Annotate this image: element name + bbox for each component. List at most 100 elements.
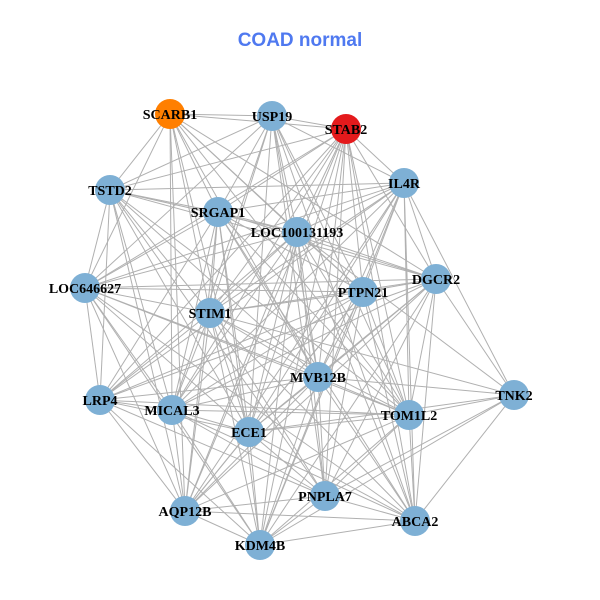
node-loc100131193[interactable]: LOC100131193: [251, 217, 344, 247]
edge-mvb12b-lrp4: [99, 376, 319, 401]
node-label: LOC646627: [49, 282, 121, 297]
edge-loc646627-dgcr2: [84, 278, 437, 289]
node-il4r[interactable]: IL4R: [388, 168, 421, 198]
node-circle[interactable]: [245, 530, 275, 560]
edge-usp19-tom1l2: [271, 115, 410, 416]
edges-layer: [84, 113, 515, 546]
node-circle[interactable]: [348, 277, 378, 307]
edge-usp19-pnpla7: [271, 115, 326, 497]
chart-title: COAD normal: [237, 30, 363, 51]
node-aqp12b[interactable]: AQP12B: [159, 496, 212, 526]
edge-usp19-srgap1: [217, 115, 273, 213]
edge-pnpla7-abca2: [324, 495, 416, 522]
edge-usp19-ptpn21: [271, 115, 364, 293]
node-srgap1[interactable]: SRGAP1: [191, 197, 245, 227]
edge-loc100131193-aqp12b: [184, 231, 298, 512]
node-circle[interactable]: [499, 380, 529, 410]
edge-dgcr2-lrp4: [99, 278, 437, 401]
node-circle[interactable]: [400, 506, 430, 536]
node-circle[interactable]: [282, 217, 312, 247]
node-lrp4[interactable]: LRP4: [83, 385, 118, 415]
edge-stab2-tom1l2: [345, 128, 410, 416]
edge-tom1l2-tnk2: [408, 394, 515, 416]
node-tnk2[interactable]: TNK2: [495, 380, 533, 410]
node-circle[interactable]: [70, 273, 100, 303]
edge-ece1-abca2: [248, 431, 416, 522]
node-label: STAB2: [325, 123, 368, 138]
edge-stab2-pnpla7: [324, 128, 347, 497]
edge-ptpn21-stim1: [209, 291, 364, 314]
node-label: TSTD2: [88, 184, 132, 199]
edge-il4r-srgap1: [217, 182, 405, 213]
edge-stim1-abca2: [209, 312, 416, 522]
node-circle[interactable]: [310, 481, 340, 511]
node-stab2[interactable]: STAB2: [325, 114, 368, 144]
edge-stab2-loc100131193: [296, 128, 347, 233]
edge-srgap1-mical3: [171, 211, 219, 411]
node-label: PNPLA7: [298, 490, 352, 505]
node-scarb1[interactable]: SCARB1: [143, 99, 197, 129]
edge-srgap1-lrp4: [99, 211, 219, 401]
node-circle[interactable]: [389, 168, 419, 198]
node-label: DGCR2: [412, 273, 460, 288]
edge-loc646627-aqp12b: [84, 287, 186, 512]
edge-tstd2-mical3: [109, 189, 173, 411]
edge-dgcr2-abca2: [414, 278, 437, 522]
node-circle[interactable]: [195, 298, 225, 328]
node-dgcr2[interactable]: DGCR2: [412, 264, 460, 294]
node-label: PTPN21: [338, 286, 389, 301]
node-mvb12b[interactable]: MVB12B: [290, 362, 346, 392]
edge-tstd2-dgcr2: [109, 189, 437, 280]
edge-srgap1-dgcr2: [217, 211, 437, 280]
node-usp19[interactable]: USP19: [252, 101, 292, 131]
node-circle[interactable]: [85, 385, 115, 415]
node-abca2[interactable]: ABCA2: [392, 506, 439, 536]
node-circle[interactable]: [155, 99, 185, 129]
node-tstd2[interactable]: TSTD2: [88, 175, 132, 205]
edge-loc100131193-loc646627: [84, 231, 298, 289]
edge-ptpn21-mvb12b: [317, 291, 364, 378]
node-circle[interactable]: [203, 197, 233, 227]
node-label: SCARB1: [143, 108, 197, 123]
node-circle[interactable]: [303, 362, 333, 392]
edge-loc100131193-dgcr2: [296, 231, 437, 280]
edge-tstd2-ece1: [109, 189, 250, 433]
node-tom1l2[interactable]: TOM1L2: [381, 400, 438, 430]
node-pnpla7[interactable]: PNPLA7: [298, 481, 352, 511]
edge-srgap1-ptpn21: [217, 211, 364, 293]
edge-srgap1-tom1l2: [217, 211, 410, 416]
node-loc646627[interactable]: LOC646627: [49, 273, 121, 303]
edge-dgcr2-pnpla7: [324, 278, 437, 497]
edge-il4r-mical3: [171, 182, 405, 411]
edge-stim1-tom1l2: [209, 312, 410, 416]
node-ece1[interactable]: ECE1: [231, 417, 267, 447]
node-circle[interactable]: [234, 417, 264, 447]
node-kdm4b[interactable]: KDM4B: [235, 530, 286, 560]
node-label: KDM4B: [235, 539, 286, 554]
node-circle[interactable]: [95, 175, 125, 205]
edge-stab2-srgap1: [217, 128, 347, 213]
node-mical3[interactable]: MICAL3: [144, 395, 200, 425]
edge-tstd2-tom1l2: [109, 189, 410, 416]
node-circle[interactable]: [170, 496, 200, 526]
node-stim1[interactable]: STIM1: [189, 298, 232, 328]
edge-loc100131193-ece1: [248, 231, 298, 433]
edge-mical3-kdm4b: [171, 409, 261, 546]
node-label: ECE1: [231, 426, 267, 441]
edge-loc100131193-tom1l2: [296, 231, 410, 416]
edge-mvb12b-tom1l2: [317, 376, 410, 416]
edge-loc100131193-tnk2: [296, 231, 515, 396]
node-label: LOC100131193: [251, 226, 344, 241]
node-circle[interactable]: [421, 264, 451, 294]
edge-loc646627-ptpn21: [84, 287, 364, 293]
node-ptpn21[interactable]: PTPN21: [338, 277, 389, 307]
node-circle[interactable]: [394, 400, 424, 430]
node-circle[interactable]: [331, 114, 361, 144]
node-circle[interactable]: [157, 395, 187, 425]
node-label: STIM1: [189, 307, 232, 322]
edge-il4r-dgcr2: [403, 182, 437, 280]
node-circle[interactable]: [257, 101, 287, 131]
edge-ptpn21-pnpla7: [324, 291, 364, 497]
edge-mvb12b-tnk2: [317, 376, 515, 396]
